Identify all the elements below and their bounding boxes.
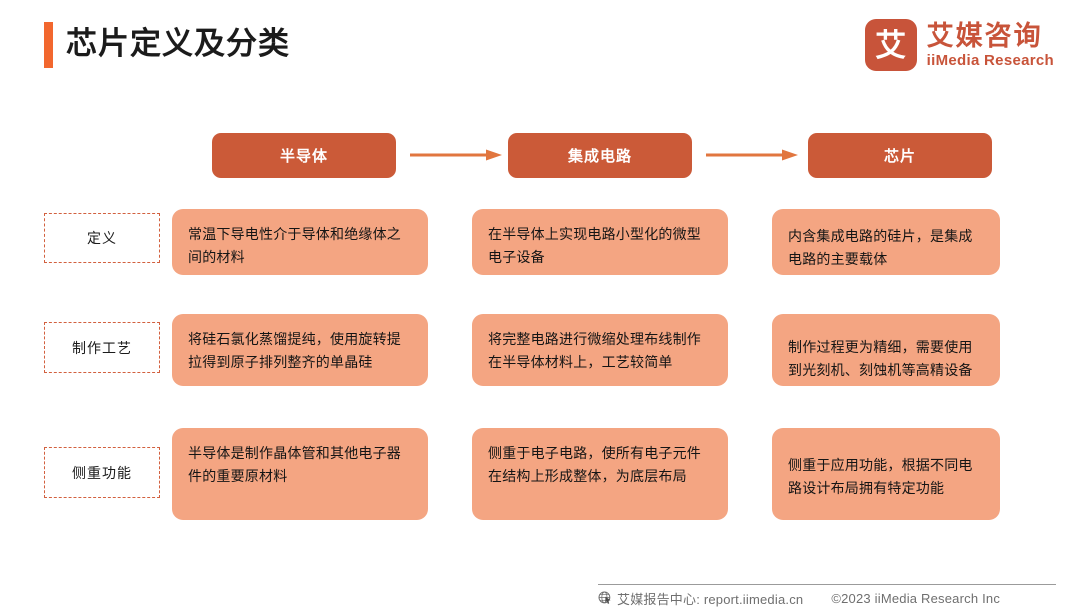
page-header: 芯片定义及分类 艾 艾媒咨询 iiMedia Research — [0, 0, 1080, 96]
matrix-cell: 内含集成电路的硅片，是集成电路的主要载体 — [772, 209, 1000, 275]
matrix-cell: 侧重于电子电路，使所有电子元件在结构上形成整体，为底层布局 — [472, 428, 728, 520]
matrix-cell: 将硅石氯化蒸馏提纯，使用旋转提拉得到原子排列整齐的单晶硅 — [172, 314, 428, 386]
brand-mark-icon: 艾 — [864, 19, 917, 71]
footer-report-center: 艾媒报告中心: report.iimedia.cn — [598, 589, 803, 608]
brand-text: 艾媒咨询 iiMedia Research — [927, 21, 1054, 69]
matrix-cell: 制作过程更为精细，需要使用到光刻机、刻蚀机等高精设备 — [772, 314, 1000, 386]
flow-box-semiconductor: 半导体 — [212, 133, 396, 178]
flow-arrow-2-icon — [706, 148, 798, 162]
matrix-cell: 半导体是制作晶体管和其他电子器件的重要原材料 — [172, 428, 428, 520]
row-label-definition: 定义 — [44, 213, 160, 263]
brand-name-en: iiMedia Research — [926, 52, 1054, 69]
matrix-cell: 在半导体上实现电路小型化的微型电子设备 — [472, 209, 728, 275]
footer-divider — [598, 584, 1056, 585]
footer-copyright: ©2023 iiMedia Research Inc — [831, 590, 1001, 606]
flow-arrow-1-icon — [410, 148, 502, 162]
row-label-function: 侧重功能 — [44, 447, 160, 498]
matrix-cell: 将完整电路进行微缩处理布线制作在半导体材料上，工艺较简单 — [472, 314, 728, 386]
brand-logo: 艾 艾媒咨询 iiMedia Research — [864, 19, 1054, 71]
brand-name-cn: 艾媒咨询 — [926, 21, 1043, 51]
row-label-process: 制作工艺 — [44, 322, 160, 373]
globe-cursor-icon — [598, 591, 611, 604]
matrix-cell: 侧重于应用功能，根据不同电路设计布局拥有特定功能 — [772, 428, 1000, 520]
page-title: 芯片定义及分类 — [66, 26, 290, 61]
footer-report-center-text: 艾媒报告中心: report.iimedia.cn — [617, 591, 804, 607]
title-accent-bar — [44, 22, 53, 68]
flow-box-integrated-circuit: 集成电路 — [508, 133, 692, 178]
matrix-cell: 常温下导电性介于导体和绝缘体之间的材料 — [172, 209, 428, 275]
flow-box-chip: 芯片 — [808, 133, 992, 178]
page-footer: 艾媒报告中心: report.iimedia.cn ©2023 iiMedia … — [598, 588, 1068, 608]
